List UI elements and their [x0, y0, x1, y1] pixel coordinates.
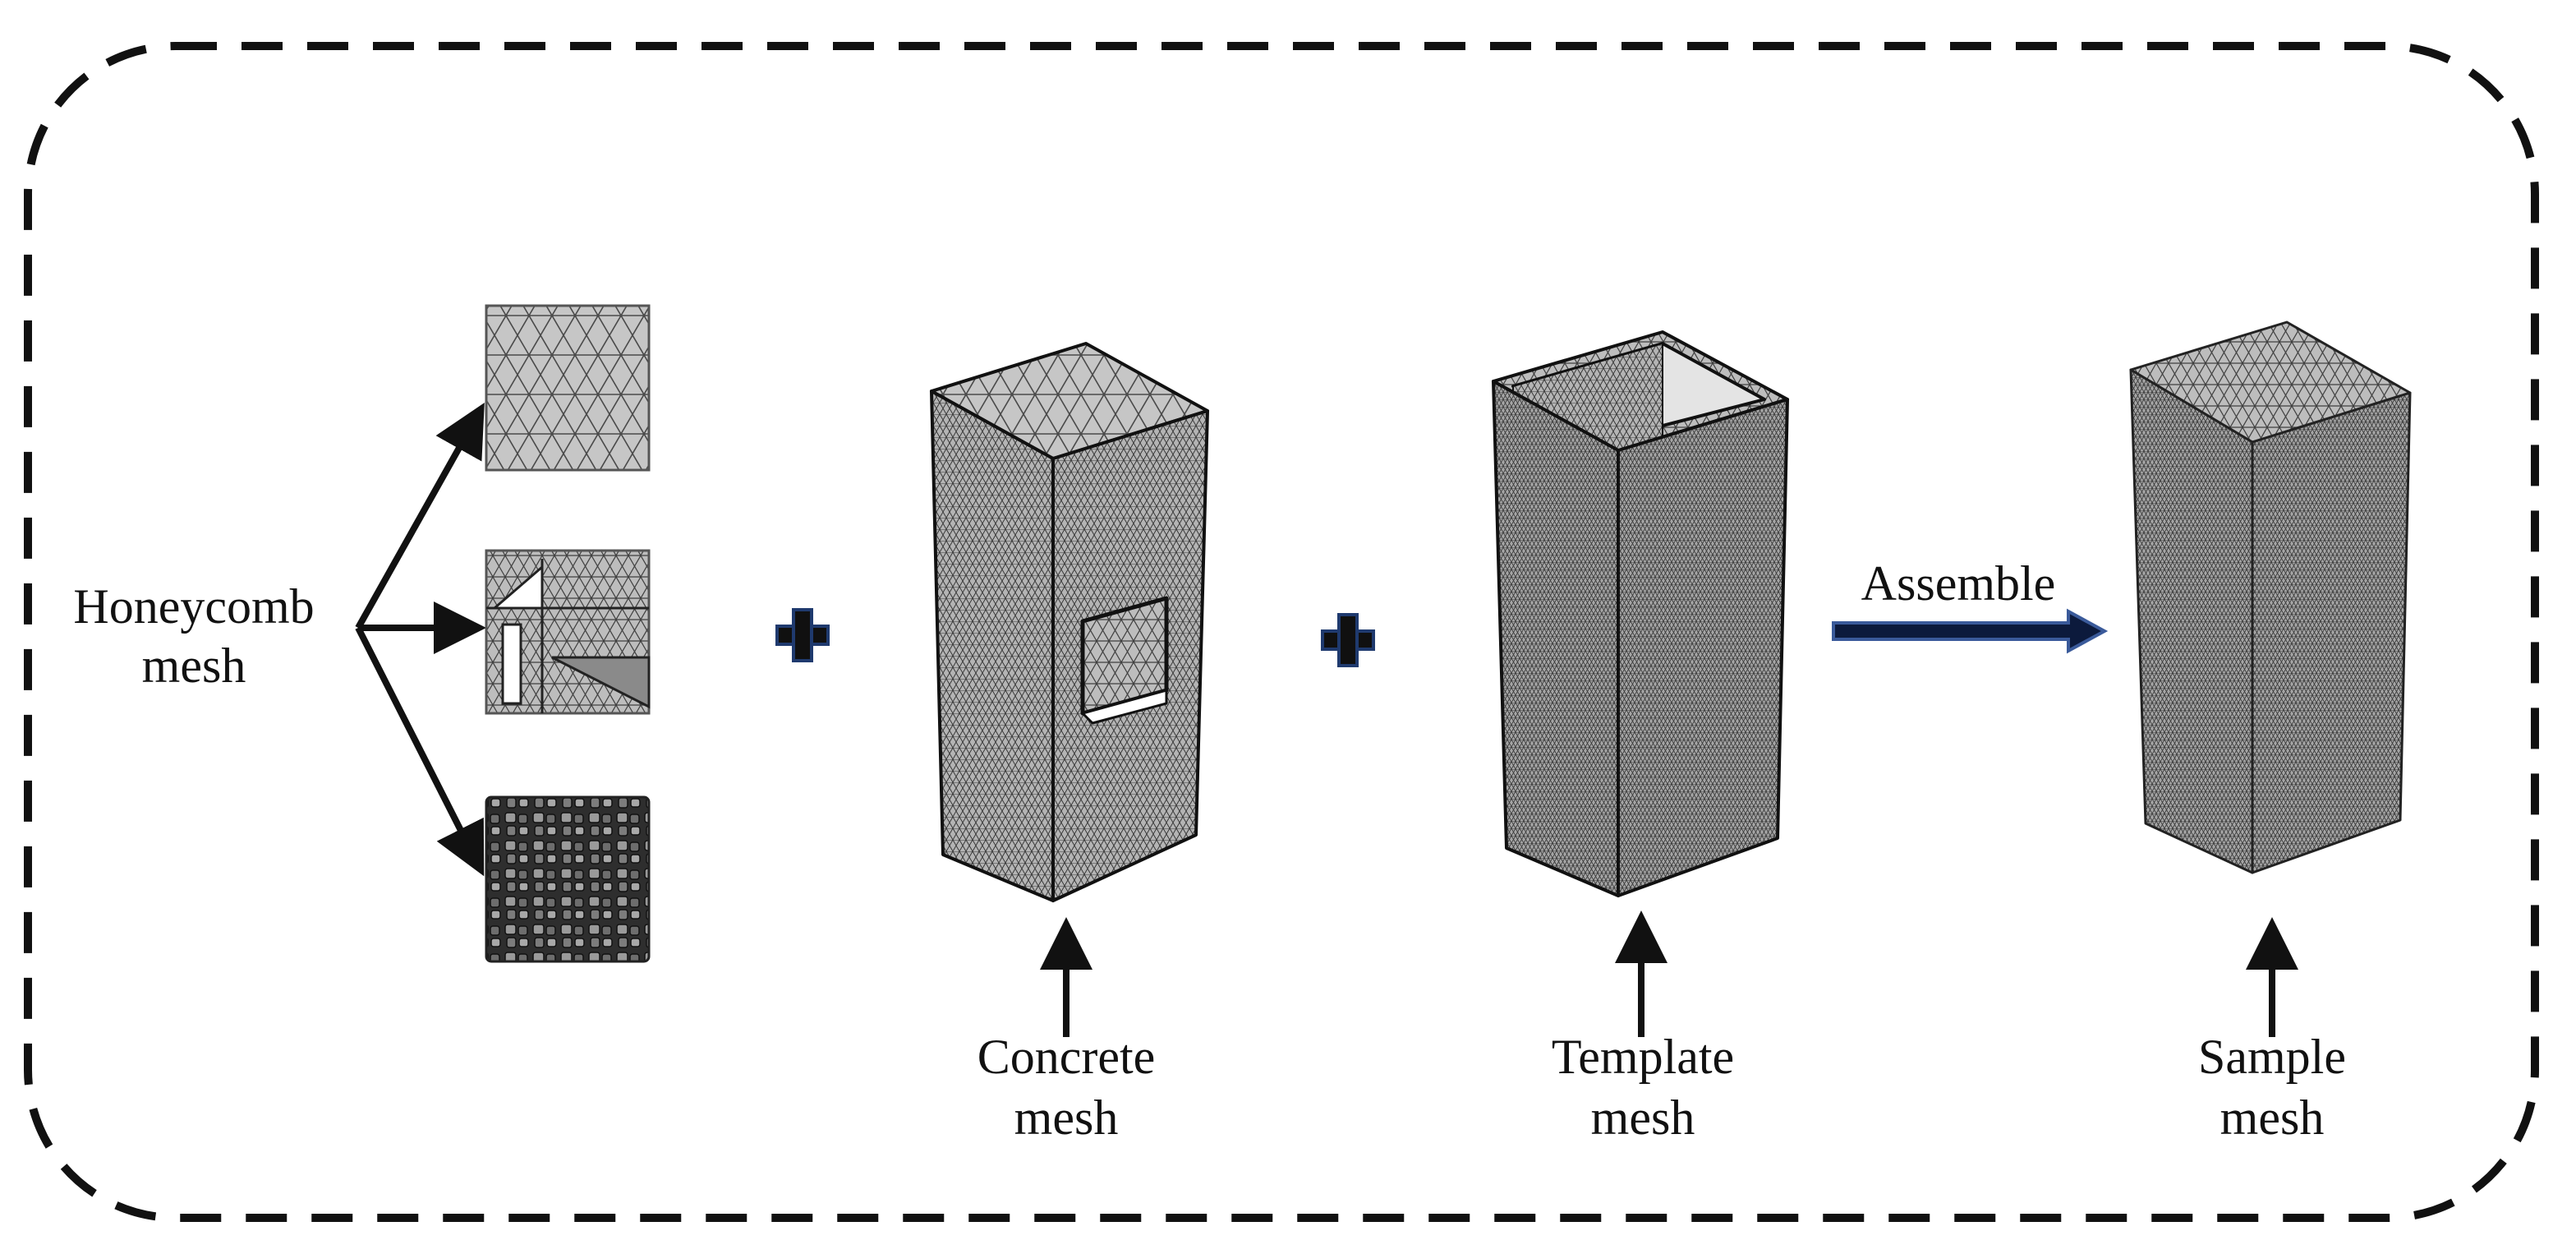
concrete-mesh-column	[930, 342, 1209, 902]
concrete-label-line2: mesh	[1014, 1090, 1119, 1145]
honeycomb-label-line1: Honeycomb	[73, 579, 314, 634]
honeycomb-branch-arrows	[355, 403, 486, 877]
plus-icon	[775, 608, 830, 662]
template-label-line2: mesh	[1591, 1090, 1695, 1145]
template-mesh-shell	[1492, 330, 1789, 897]
plus-icon	[1321, 613, 1375, 667]
honeycomb-tile-coarse	[485, 795, 651, 963]
sample-label-line2: mesh	[2220, 1090, 2325, 1145]
assemble-label: Assemble	[1861, 556, 2056, 611]
concrete-label-line1: Concrete	[978, 1030, 1156, 1084]
sample-mesh-column	[2129, 320, 2412, 874]
honeycomb-tile-layered	[485, 549, 651, 715]
honeycomb-label-line2: mesh	[142, 639, 246, 693]
arrow-right-icon	[1832, 608, 2109, 654]
honeycomb-tile-fine	[485, 304, 651, 472]
template-label-line1: Template	[1552, 1030, 1734, 1084]
sample-label-line1: Sample	[2198, 1030, 2346, 1084]
